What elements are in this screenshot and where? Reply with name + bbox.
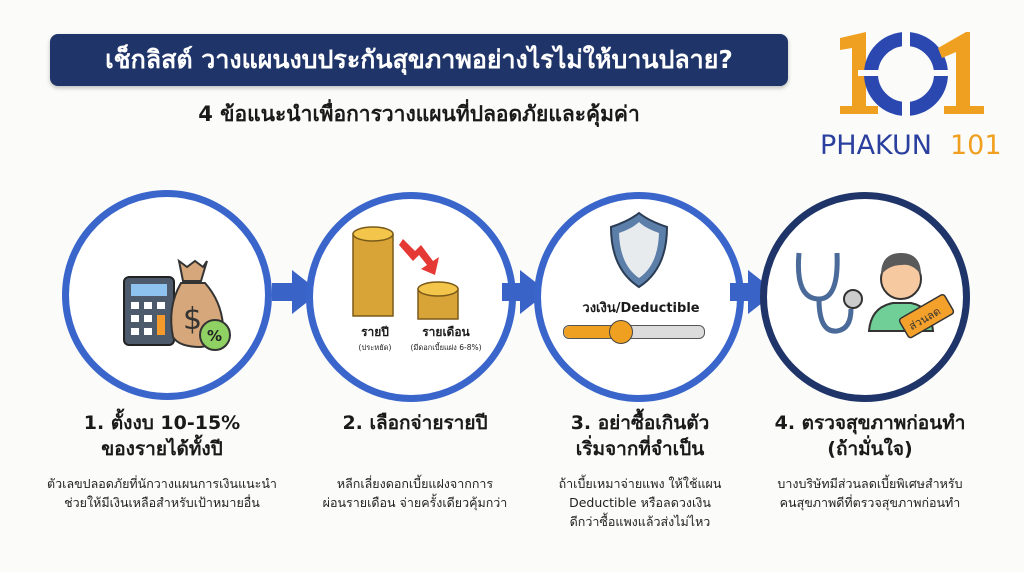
step-4-text: 4. ตรวจสุขภาพก่อนทำ(ถ้ามั่นใจ) บางบริษัท…: [745, 410, 995, 512]
step-4-circle: ส่วนลด: [760, 192, 970, 402]
step-1-circle: $ %: [62, 190, 272, 400]
svg-text:$: $: [183, 302, 202, 337]
yearly-label: รายปี(ประหยัด): [358, 325, 392, 352]
title-banner: เช็กลิสต์ วางแผนงบประกันสุขภาพอย่างไรไม่…: [50, 34, 788, 86]
step-title: 3. อย่าซื้อเกินตัวเริ่มจากที่จำเป็น: [570, 412, 710, 460]
shield-icon: [609, 211, 669, 289]
step-3-text: 3. อย่าซื้อเกินตัวเริ่มจากที่จำเป็น ถ้าเ…: [525, 410, 755, 531]
slider-fill: [564, 326, 620, 338]
slider-label: วงเงิน/Deductible: [582, 301, 700, 316]
arrow-shaft-3: [730, 283, 750, 301]
monthly-label: รายเดือน(มีดอกเบี้ยแฝง 6-8%): [410, 325, 482, 352]
coin-stacks-icon: [352, 226, 459, 320]
step-title: 4. ตรวจสุขภาพก่อนทำ(ถ้ามั่นใจ): [774, 412, 966, 460]
calculator-money-bag-icon: $ %: [123, 258, 231, 351]
logo: PHAKUN 101: [818, 18, 1008, 168]
step-description: หลีกเลี่ยงดอกเบี้ยแฝงจากการผ่อนรายเดือน …: [322, 476, 508, 510]
slider-thumb[interactable]: [609, 320, 633, 344]
step-description: บางบริษัทมีส่วนลดเบี้ยพิเศษสำหรับคนสุขภา…: [777, 476, 963, 510]
step-description: ตัวเลขปลอดภัยที่นักวางแผนการเงินแนะนำช่ว…: [47, 476, 277, 510]
step-title: 1. ตั้งงบ 10-15%ของรายได้ทั้งปี: [83, 412, 241, 460]
step-2-text: 2. เลือกจ่ายรายปี หลีกเลี่ยงดอกเบี้ยแฝงจ…: [290, 410, 540, 512]
page-subtitle: 4 ข้อแนะนำเพื่อการวางแผนที่ปลอดภัยและคุ้…: [198, 102, 640, 126]
logo-101-icon: PHAKUN 101: [820, 28, 1002, 161]
svg-text:101: 101: [950, 130, 1002, 161]
svg-text:PHAKUN: PHAKUN: [820, 130, 932, 161]
page-title: เช็กลิสต์ วางแผนงบประกันสุขภาพอย่างไรไม่…: [105, 45, 733, 74]
arrow-shaft-2: [502, 283, 522, 301]
deductible-slider[interactable]: [563, 320, 705, 344]
arrow-shaft-1: [272, 283, 294, 301]
step-2-circle: รายปี(ประหยัด) รายเดือน(มีดอกเบี้ยแฝง 6-…: [306, 192, 516, 402]
step-3-circle: วงเงิน/Deductible: [534, 192, 744, 402]
stethoscope-doctor-icon: ส่วนลด: [795, 252, 955, 339]
step-title: 2. เลือกจ่ายรายปี: [342, 412, 488, 434]
svg-text:%: %: [207, 327, 222, 345]
step-1-text: 1. ตั้งงบ 10-15%ของรายได้ทั้งปี ตัวเลขปล…: [47, 410, 277, 512]
